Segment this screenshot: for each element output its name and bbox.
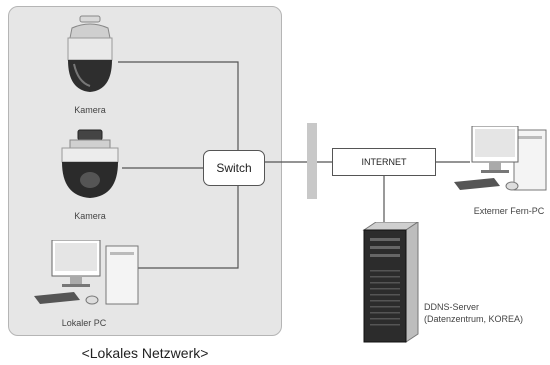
firewall-bar [307, 123, 317, 199]
switch-node: Switch [203, 150, 265, 186]
desktop-pc-icon [34, 240, 139, 305]
diagram-caption: <Lokales Netzwerk> [81, 345, 209, 361]
camera-1-label: Kamera [74, 105, 106, 115]
desktop-pc-icon [454, 126, 547, 191]
local-pc-label: Lokaler PC [61, 318, 107, 328]
ptz-camera-icon [67, 15, 113, 92]
remote-pc-label: Externer Fern-PC [473, 206, 545, 216]
internet-node: INTERNET [332, 148, 436, 176]
camera-2-label: Kamera [74, 211, 106, 221]
dome-camera-icon [61, 129, 119, 198]
line-pc-switch [138, 186, 239, 269]
tower-server-icon [362, 222, 419, 343]
ddns-server-label: DDNS-Server [424, 302, 480, 312]
ddns-server-location-label: (Datenzentrum, KOREA) [424, 314, 524, 324]
line-camera1-switch [118, 61, 239, 150]
